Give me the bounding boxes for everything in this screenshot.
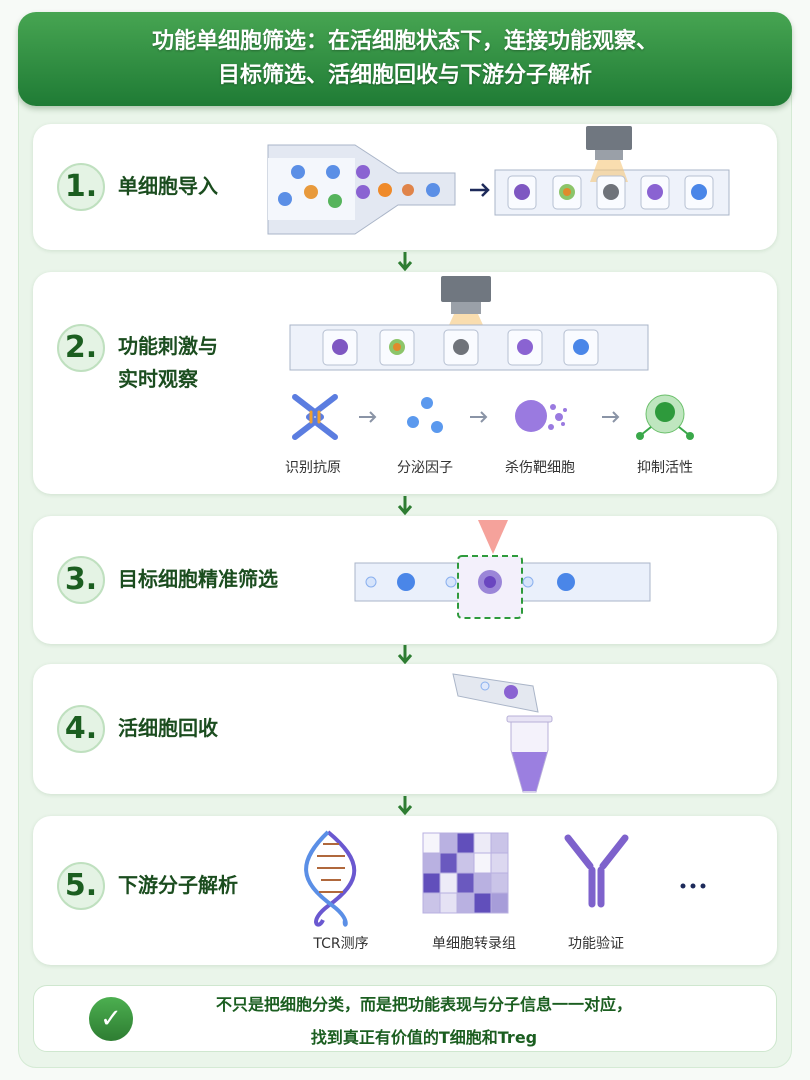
analysis-label: TCR测序 xyxy=(313,936,369,952)
heatmap-cell xyxy=(473,832,492,854)
analysis-label: 单细胞转录组 xyxy=(432,936,516,952)
title-line-1: 功能单细胞筛选：在活细胞状态下，连接功能观察、 xyxy=(151,29,658,54)
arrow-right-icon xyxy=(602,411,620,423)
heatmap-cell xyxy=(473,852,492,874)
heatmap-cell xyxy=(439,872,458,894)
title-line-2: 目标筛选、活细胞回收与下游分子解析 xyxy=(217,63,592,88)
antibody-icon xyxy=(564,834,629,908)
conclusion-banner: ✓ 不只是把细胞分类，而是把功能表现与分子信息一一对应， 找到真正有价值的T细胞… xyxy=(33,985,777,1052)
conclusion-text: 不只是把细胞分类，而是把功能表现与分子信息一一对应， 找到真正有价值的T细胞和T… xyxy=(144,988,704,1054)
heatmap-cell xyxy=(456,892,475,914)
heatmap-cell xyxy=(456,832,475,854)
arrow-down-icon xyxy=(397,796,413,816)
function-label: 杀伤靶细胞 xyxy=(505,460,575,476)
heatmap-cell xyxy=(422,892,441,914)
heatmap-cell xyxy=(490,852,509,874)
more-icon xyxy=(680,883,706,889)
heatmap-cell xyxy=(490,892,509,914)
heatmap-cell xyxy=(422,852,441,874)
arrow-right-icon xyxy=(470,183,490,197)
objective-lens-icon xyxy=(586,126,632,150)
heatmap-cell xyxy=(439,852,458,874)
step-label: 活细胞回收 xyxy=(118,716,218,740)
heatmap-cell xyxy=(490,832,509,854)
heatmap-cell xyxy=(490,872,509,894)
step-number: 5. xyxy=(57,862,105,910)
laser-beam-icon xyxy=(478,520,508,554)
cells-mixed xyxy=(278,165,440,208)
step-label-line-1: 功能刺激与 xyxy=(118,334,218,358)
analysis-label: 功能验证 xyxy=(568,936,624,952)
function-label: 分泌因子 xyxy=(397,460,453,476)
heatmap-cell xyxy=(422,872,441,894)
sorting-illustration xyxy=(354,520,651,619)
arrow-right-icon xyxy=(359,411,377,423)
conclusion-line-1: 不只是把细胞分类，而是把功能表现与分子信息一一对应， xyxy=(215,995,632,1014)
arrow-down-icon xyxy=(397,252,413,272)
heatmap-cell xyxy=(456,872,475,894)
step-number: 2. xyxy=(57,324,105,372)
objective-lens-icon xyxy=(441,276,491,302)
step-3-card: 3. 目标细胞精准筛选 xyxy=(33,516,777,644)
target-cell-killing-icon xyxy=(515,400,567,432)
antigen-recognition-icon xyxy=(292,394,338,440)
step-label-line-2: 实时观察 xyxy=(118,367,198,391)
arrow-right-icon xyxy=(470,411,488,423)
heatmap-icon xyxy=(422,832,509,914)
step-label: 单细胞导入 xyxy=(118,174,218,198)
function-label: 识别抗原 xyxy=(285,460,341,476)
cell-loading-illustration xyxy=(267,126,730,235)
step-2-card: 2. 功能刺激与 实时观察 识别抗原 分泌因子 杀伤靶细胞 抑制活性 xyxy=(33,272,777,494)
step-number: 3. xyxy=(57,556,105,604)
page-title: 功能单细胞筛选：在活细胞状态下，连接功能观察、 目标筛选、活细胞回收与下游分子解… xyxy=(18,12,792,106)
dna-icon xyxy=(304,830,357,927)
heatmap-cell xyxy=(422,832,441,854)
analysis-icons xyxy=(304,830,706,927)
heatmap-cell xyxy=(473,872,492,894)
step-4-card: 4. 活细胞回收 xyxy=(33,664,777,794)
step-5-card: 5. 下游分子解析 TCR测序 单细胞转录组 功能验证 ... xyxy=(33,816,777,965)
suppressive-activity-icon xyxy=(636,394,694,440)
cell-chambers xyxy=(507,175,714,210)
recovery-illustration xyxy=(452,673,553,793)
function-label: 抑制活性 xyxy=(637,460,693,476)
conclusion-line-2: 找到真正有价值的T细胞和Treg xyxy=(310,1028,538,1047)
heatmap-cell xyxy=(456,852,475,874)
chip-outlet xyxy=(452,673,539,713)
heatmap-cell xyxy=(439,892,458,914)
step-number: 4. xyxy=(57,705,105,753)
cell-chambers xyxy=(322,329,599,366)
step-label: 目标细胞精准筛选 xyxy=(118,567,278,591)
heatmap-cell xyxy=(439,832,458,854)
step-1-card: 1. 单细胞导入 xyxy=(33,124,777,250)
arrow-down-icon xyxy=(397,496,413,516)
observation-illustration xyxy=(289,276,694,440)
arrow-down-icon xyxy=(397,645,413,665)
secreted-factors-icon xyxy=(407,397,443,433)
check-icon: ✓ xyxy=(89,997,133,1041)
step-label: 下游分子解析 xyxy=(118,873,238,897)
step-number: 1. xyxy=(57,163,105,211)
heatmap-cell xyxy=(473,892,492,914)
